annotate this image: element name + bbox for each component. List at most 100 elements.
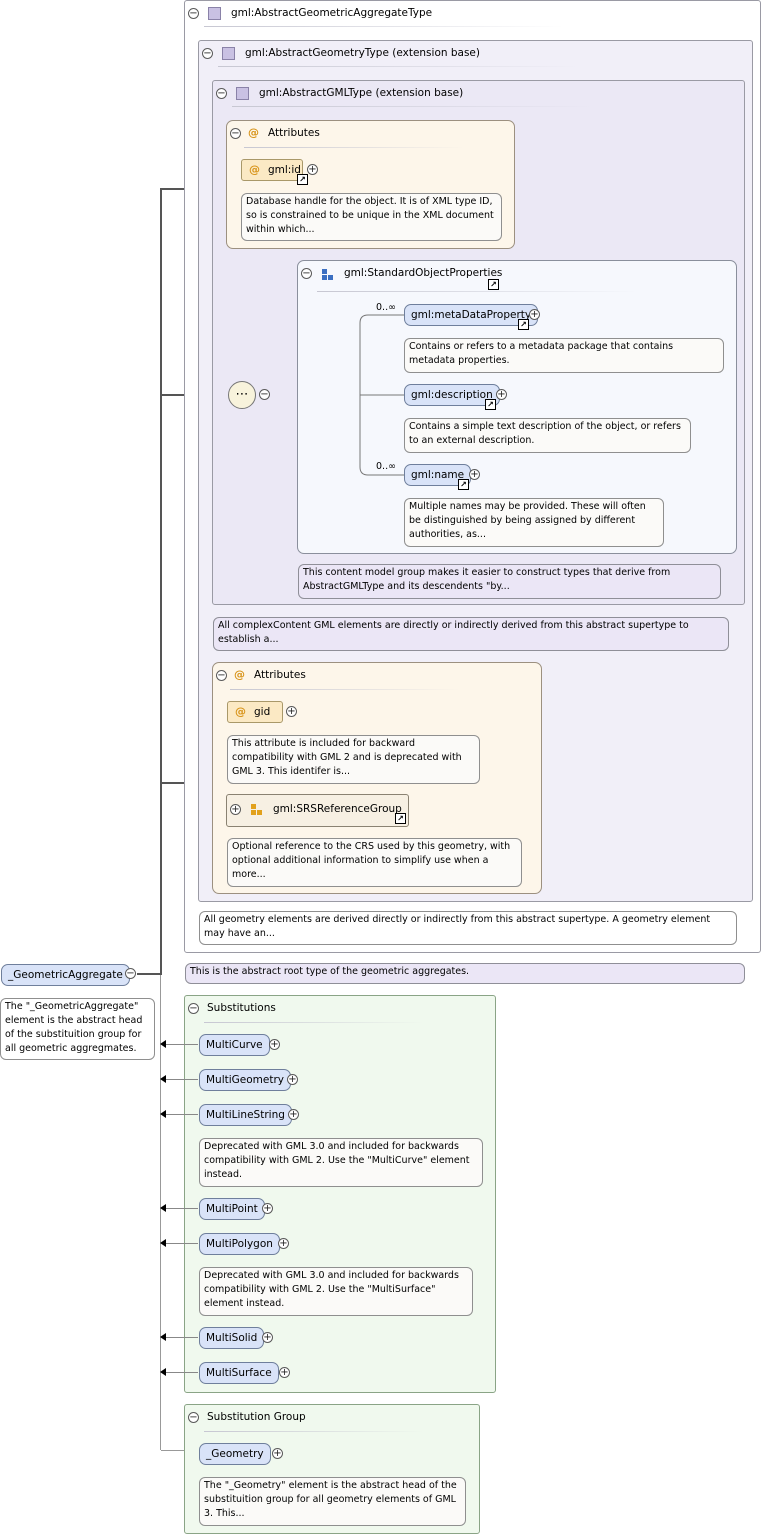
link-icon[interactable]: ↗ [485, 399, 496, 410]
element-collapse-toggle[interactable]: − [125, 968, 136, 979]
connector-root [137, 973, 162, 975]
link-icon[interactable]: ↗ [297, 174, 308, 185]
multipolygon-doc: Deprecated with GML 3.0 and included for… [199, 1267, 473, 1316]
element-description[interactable]: gml:description [404, 384, 500, 406]
element-name[interactable]: gml:name [404, 464, 472, 486]
arrow-icon [160, 1333, 166, 1341]
attribute-group-name: gml:SRSReferenceGroup [273, 803, 402, 815]
name-doc: Multiple names may be provided. These wi… [404, 498, 664, 547]
attribute-icon: @ [234, 668, 245, 681]
expand-toggle[interactable]: + [262, 1203, 273, 1214]
element-multicurve[interactable]: MultiCurve [199, 1034, 270, 1056]
connector [162, 1079, 198, 1080]
description-doc: Contains a simple text description of th… [404, 418, 691, 453]
gml-base-title: gml:AbstractGMLType (extension base) [259, 87, 464, 99]
connector [162, 1337, 198, 1338]
expand-toggle[interactable]: + [278, 1238, 289, 1249]
link-icon[interactable]: ↗ [395, 813, 406, 824]
expand-toggle[interactable]: + [307, 164, 318, 175]
element-multisurface[interactable]: MultiSurface [199, 1362, 279, 1384]
branch-connectors [359, 314, 405, 476]
complex-type-icon [236, 87, 249, 100]
substitution-group-title: Substitution Group [207, 1411, 306, 1423]
connector [162, 1114, 198, 1115]
substitutions-collapse-toggle[interactable]: − [188, 1003, 199, 1014]
connector [162, 1372, 198, 1373]
substitution-group-collapse-toggle[interactable]: − [188, 1412, 199, 1423]
geometricaggregate-doc: The "_GeometricAggregate" element is the… [0, 998, 155, 1060]
attribute-icon: @ [248, 126, 259, 139]
expand-toggle[interactable]: + [288, 1109, 299, 1120]
element-metadataproperty[interactable]: gml:metaDataProperty [404, 304, 539, 326]
gml-id-doc: Database handle for the object. It is of… [241, 193, 502, 241]
substitutions-panel [184, 995, 496, 1393]
arrow-icon [160, 1040, 166, 1048]
expand-toggle[interactable]: + [529, 309, 540, 320]
element-geometricaggregate[interactable]: _GeometricAggregate [1, 964, 130, 986]
expand-toggle[interactable]: + [496, 389, 507, 400]
expand-toggle[interactable]: + [287, 1074, 298, 1085]
title-divider [230, 689, 460, 690]
gml-base-doc: All complexContent GML elements are dire… [213, 617, 729, 651]
gml-base-collapse-toggle[interactable]: − [216, 88, 227, 99]
expand-toggle[interactable]: + [262, 1332, 273, 1343]
attribute-name: gml:id [268, 164, 301, 176]
attribute-group-icon [251, 804, 262, 815]
expand-toggle[interactable]: + [286, 706, 297, 717]
arrow-icon [160, 1075, 166, 1083]
group-icon [322, 269, 333, 280]
type-title: gml:AbstractGeometricAggregateType [231, 7, 433, 19]
arrow-icon [160, 1239, 166, 1247]
element-multipoint[interactable]: MultiPoint [199, 1198, 265, 1220]
connector [162, 1208, 198, 1209]
expand-toggle[interactable]: + [272, 1448, 283, 1459]
geometry-base-collapse-toggle[interactable]: − [202, 48, 213, 59]
expand-toggle[interactable]: + [279, 1367, 290, 1378]
attributes-title: Attributes [268, 127, 320, 139]
type-collapse-toggle[interactable]: − [188, 8, 199, 19]
attribute-group-srsreference[interactable] [226, 794, 409, 827]
attribute-icon: @ [235, 705, 246, 718]
multiplicity: 0..∞ [376, 302, 396, 313]
arrow-icon [160, 1368, 166, 1376]
attributes-title: Attributes [254, 669, 306, 681]
title-divider [204, 26, 564, 27]
group-collapse-toggle[interactable]: − [301, 268, 312, 279]
group-doc: This content model group makes it easier… [298, 564, 721, 599]
link-icon[interactable]: ↗ [488, 279, 499, 290]
element-geometry[interactable]: _Geometry [199, 1443, 271, 1465]
title-divider [218, 66, 578, 67]
title-divider [244, 147, 464, 148]
expand-toggle[interactable]: + [269, 1039, 280, 1050]
connector [162, 1044, 198, 1045]
link-icon[interactable]: ↗ [458, 479, 469, 490]
geometry-doc: The "_Geometry" element is the abstract … [199, 1477, 466, 1526]
title-divider [204, 1431, 424, 1432]
title-divider [317, 291, 637, 292]
title-divider [232, 106, 592, 107]
complex-type-icon [208, 7, 221, 20]
attribute-gml-id[interactable]: @ gml:id [241, 159, 303, 181]
attributes-collapse-toggle[interactable]: − [230, 128, 241, 139]
attributes-collapse-toggle[interactable]: − [216, 670, 227, 681]
element-multilinestring[interactable]: MultiLineString [199, 1104, 292, 1126]
geometry-base-doc: All geometry elements are derived direct… [199, 911, 737, 945]
substitutions-title: Substitutions [207, 1002, 276, 1014]
multilinestring-doc: Deprecated with GML 3.0 and included for… [199, 1138, 483, 1187]
connector-geometry [161, 1450, 199, 1451]
metadataproperty-doc: Contains or refers to a metadata package… [404, 338, 724, 373]
attribute-gid[interactable]: @ gid [227, 701, 283, 723]
sequence-collapse-toggle[interactable]: − [259, 389, 270, 400]
title-divider [204, 1022, 424, 1023]
srsreference-doc: Optional reference to the CRS used by th… [227, 838, 522, 887]
element-multisolid[interactable]: MultiSolid [199, 1327, 265, 1349]
expand-toggle[interactable]: + [469, 469, 480, 480]
expand-toggle[interactable]: + [230, 804, 241, 815]
element-multipolygon[interactable]: MultiPolygon [199, 1233, 280, 1255]
arrow-icon [160, 1204, 166, 1212]
element-multigeometry[interactable]: MultiGeometry [199, 1069, 292, 1091]
attribute-icon: @ [249, 163, 260, 176]
gid-doc: This attribute is included for backward … [227, 735, 480, 784]
link-icon[interactable]: ↗ [518, 319, 529, 330]
arrow-icon [160, 1110, 166, 1118]
